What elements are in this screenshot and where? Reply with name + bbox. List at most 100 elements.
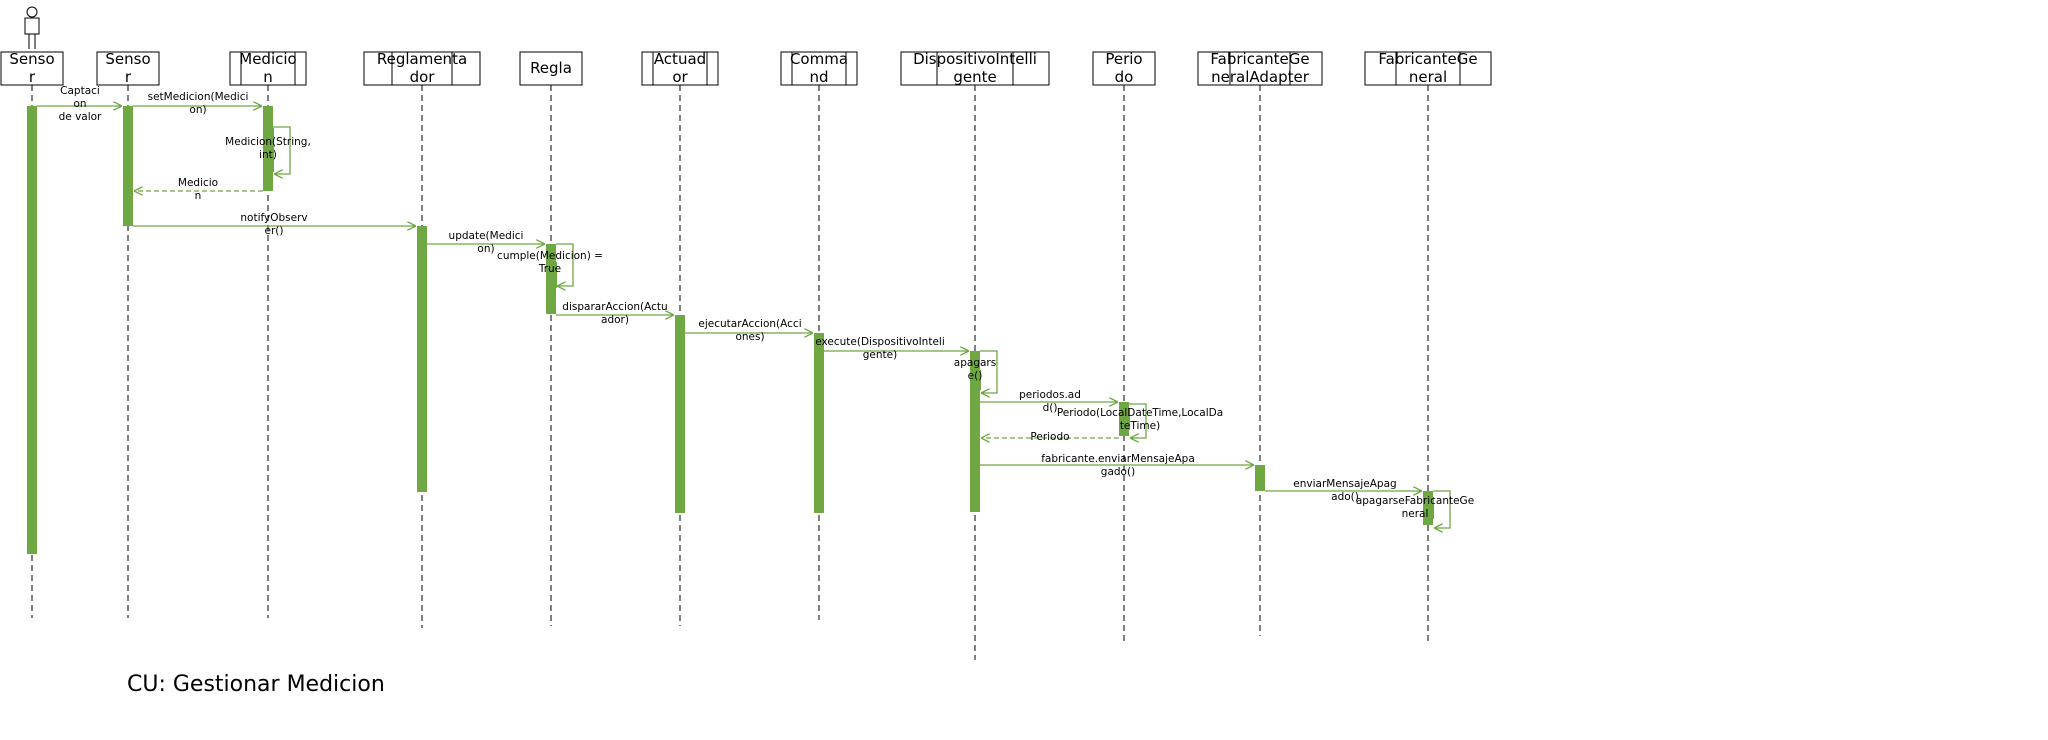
participant-label-line: r xyxy=(29,68,36,86)
participant-label-line: Senso xyxy=(9,50,54,68)
participant-box xyxy=(1197,51,1323,86)
message-label-line: notifyObserv xyxy=(240,212,307,224)
message-label-line: execute(DispositivoInteli xyxy=(815,336,945,348)
message-label-line: cumple(Medicion) = xyxy=(497,250,603,262)
activation-bar xyxy=(1428,497,1434,519)
message-label-line: Medicion(String, xyxy=(225,136,311,148)
message-label-line: d() xyxy=(1043,402,1058,414)
message-label: cumple(Medicion) =True xyxy=(497,250,603,275)
message-label-line: gado() xyxy=(1101,466,1135,478)
participant-label-line: or xyxy=(672,68,688,86)
participant-box xyxy=(96,51,160,86)
activation-bar xyxy=(551,262,557,288)
message-m14: Periodo xyxy=(982,431,1119,443)
activation-bar xyxy=(27,106,37,554)
message-label-line: Periodo xyxy=(1030,431,1069,443)
participant-label-line: Regla xyxy=(530,59,572,77)
message-arrow xyxy=(1433,490,1451,528)
activation-bar xyxy=(1255,465,1265,491)
participant-box xyxy=(1092,51,1156,86)
message-label-line: apagars xyxy=(954,357,996,369)
activation-bar xyxy=(970,351,980,512)
message-label-line: n xyxy=(195,190,202,202)
participant-box xyxy=(0,51,64,86)
message-label-line: neral xyxy=(1402,508,1429,520)
participant-inner-frame xyxy=(936,51,1014,86)
message-arrow xyxy=(556,243,574,286)
activation-bar xyxy=(123,106,133,226)
message-label-line: Captaci xyxy=(60,85,100,97)
participant-box xyxy=(780,51,858,86)
participant-label-line: Medicio xyxy=(239,50,296,68)
activation-bar xyxy=(1124,408,1130,430)
message-label-line: int) xyxy=(259,149,277,161)
participant-label-line: DispositivoIntelli xyxy=(913,50,1037,68)
participant-p5: Regla xyxy=(519,51,583,86)
message-label: Medicion(String,int) xyxy=(225,136,311,161)
participant-label-line: Comma xyxy=(790,50,848,68)
message-arrow xyxy=(273,126,291,174)
message-label-line: ones) xyxy=(735,331,764,343)
message-label-line: ador) xyxy=(601,314,629,326)
participant-label-line: Reglamenta xyxy=(377,50,467,68)
message-label-line: teTime) xyxy=(1120,420,1160,432)
participant-box xyxy=(363,51,481,86)
participant-label-line: Perio xyxy=(1105,50,1142,68)
message-label-line: setMedicion(Medici xyxy=(148,91,249,103)
message-label-line: fabricante.enviarMensajeApa xyxy=(1041,453,1195,465)
participant-label-line: dor xyxy=(410,68,436,86)
participant-label-line: r xyxy=(125,68,132,86)
participant-label-line: FabricanteGe xyxy=(1210,50,1309,68)
participant-inner-frame xyxy=(791,51,847,86)
stick-figure-actor-icon xyxy=(24,6,40,49)
participant-inner-frame xyxy=(391,51,453,86)
participant-label-line: do xyxy=(1115,68,1134,86)
participant-label-line: n xyxy=(263,68,273,86)
message-label-line: periodos.ad xyxy=(1019,389,1081,401)
message-label-line: Periodo(LocalDateTime,LocalDa xyxy=(1057,407,1223,419)
message-arrow xyxy=(980,350,998,393)
participant-inner-frame xyxy=(1395,51,1461,86)
participant-label-line: FabricanteGe xyxy=(1378,50,1477,68)
message-label-line: apagarseFabricanteGe xyxy=(1356,495,1474,507)
participant-label-line: nd xyxy=(809,68,828,86)
message-label-line: dispararAccion(Actu xyxy=(562,301,667,313)
participant-inner-frame xyxy=(652,51,708,86)
message-label-line: on xyxy=(73,98,86,110)
participant-label-line: neralAdapter xyxy=(1211,68,1310,86)
